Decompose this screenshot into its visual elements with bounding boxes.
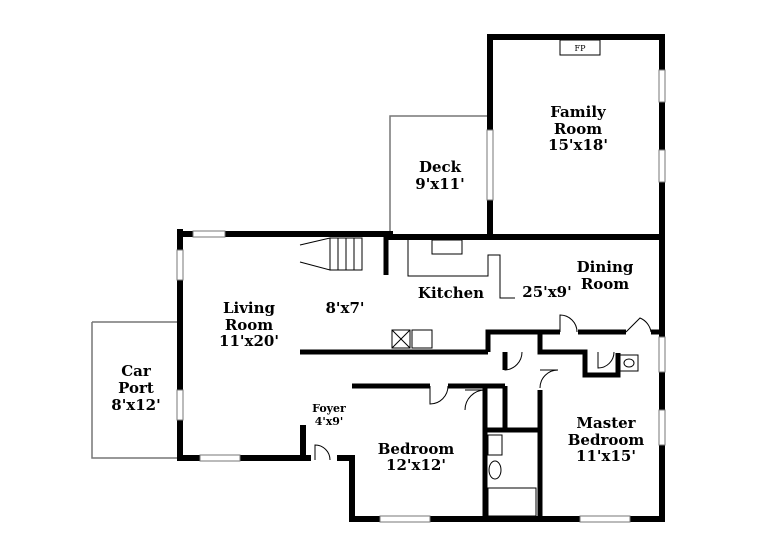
stairs: [299, 237, 363, 271]
kitchen-counter: [391, 239, 515, 349]
master-size: 11'x15': [576, 447, 636, 465]
nook-size: 8'x7': [325, 299, 364, 317]
dining-line1: Dining: [577, 258, 634, 276]
carport-size: 8'x12': [111, 396, 160, 414]
door-swings: [314, 314, 652, 461]
carport-line2: Port: [118, 379, 154, 397]
fireplace-box: [559, 39, 601, 56]
living-line2: Room: [225, 316, 273, 334]
interior-walls: [300, 237, 662, 519]
dining-line2: Room: [581, 275, 629, 293]
deck-size: 9'x11': [415, 175, 464, 193]
foyer-size: 4'x9': [315, 415, 344, 428]
bath-fixtures: [487, 354, 639, 517]
bedroom-name: Bedroom: [378, 440, 455, 458]
master-line1: Master: [576, 414, 636, 432]
family-room-line2: Room: [554, 120, 602, 138]
room-labels: Family Room 15'x18' Deck 9'x11' Kitchen …: [111, 103, 644, 474]
windows: [176, 69, 666, 523]
carport-line1: Car: [121, 362, 152, 380]
dining-size: 25'x9': [522, 283, 571, 301]
bedroom-size: 12'x12': [386, 456, 446, 474]
living-line1: Living: [223, 299, 276, 317]
fireplace-label: FP: [575, 44, 587, 53]
deck-name: Deck: [419, 158, 462, 176]
living-size: 11'x20': [219, 332, 279, 350]
kitchen-name: Kitchen: [418, 284, 484, 302]
master-line2: Bedroom: [568, 431, 645, 449]
family-room-size: 15'x18': [548, 136, 608, 154]
family-room-line1: Family: [550, 103, 607, 121]
foyer-name: Foyer: [312, 402, 346, 415]
